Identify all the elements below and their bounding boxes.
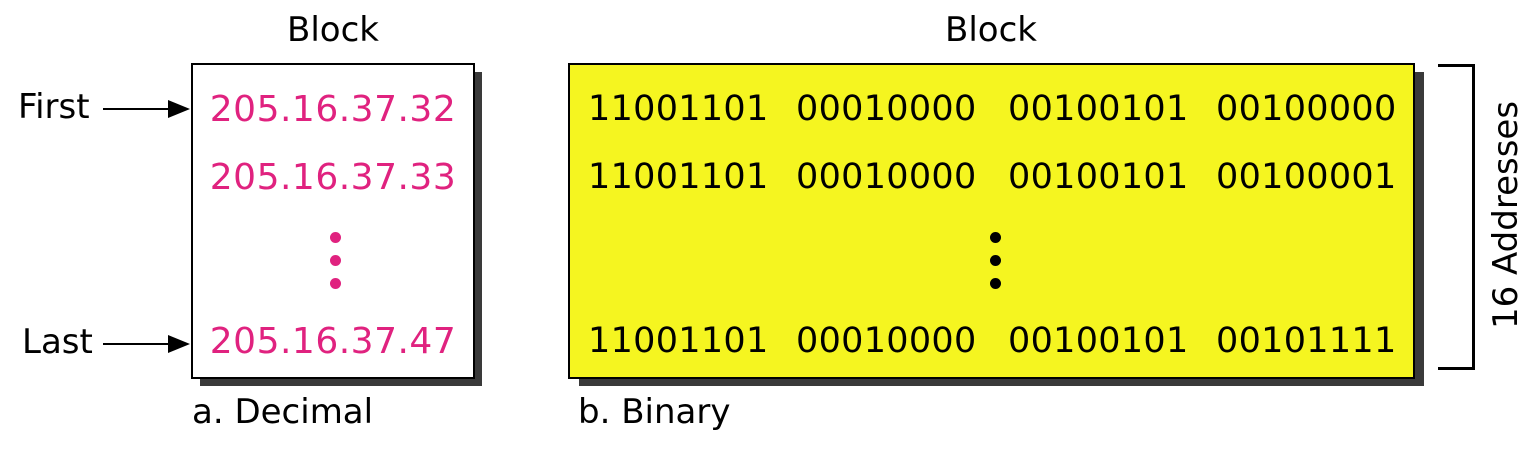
binary-row-first: 11001101 00010000 00100101 00100000: [570, 89, 1413, 133]
decimal-caption: a. Decimal: [192, 392, 374, 432]
binary-octet: 00100001: [1216, 157, 1397, 197]
last-label: Last: [22, 322, 93, 362]
binary-octet: 11001101: [588, 157, 769, 197]
binary-octet: 00100101: [1008, 321, 1189, 361]
decimal-ellipsis-dots: [328, 232, 342, 301]
decimal-block-title: Block: [287, 10, 379, 50]
decimal-block: 205.16.37.32 205.16.37.33 205.16.37.47: [191, 63, 475, 379]
binary-caption: b. Binary: [578, 392, 731, 432]
binary-block-title: Block: [945, 10, 1037, 50]
binary-octet: 11001101: [588, 321, 769, 361]
binary-block: 11001101 00010000 00100101 00100000 1100…: [568, 63, 1415, 379]
binary-octet: 11001101: [588, 89, 769, 129]
binary-octet: 00010000: [796, 89, 977, 129]
second-address: 205.16.37.33: [209, 157, 457, 198]
binary-octet: 00100101: [1008, 157, 1189, 197]
binary-row-last: 11001101 00010000 00100101 00101111: [570, 321, 1413, 365]
binary-octet: 00100000: [1216, 89, 1397, 129]
first-address: 205.16.37.32: [209, 89, 457, 130]
last-address: 205.16.37.47: [209, 321, 457, 362]
binary-octet: 00101111: [1216, 321, 1397, 361]
first-label: First: [18, 87, 90, 127]
binary-ellipsis-dots: [988, 232, 1002, 301]
addresses-count-label: 16 Addresses: [1486, 100, 1526, 330]
binary-row-second: 11001101 00010000 00100101 00100001: [570, 157, 1413, 201]
binary-octet: 00010000: [796, 157, 977, 197]
binary-octet: 00010000: [796, 321, 977, 361]
binary-octet: 00100101: [1008, 89, 1189, 129]
